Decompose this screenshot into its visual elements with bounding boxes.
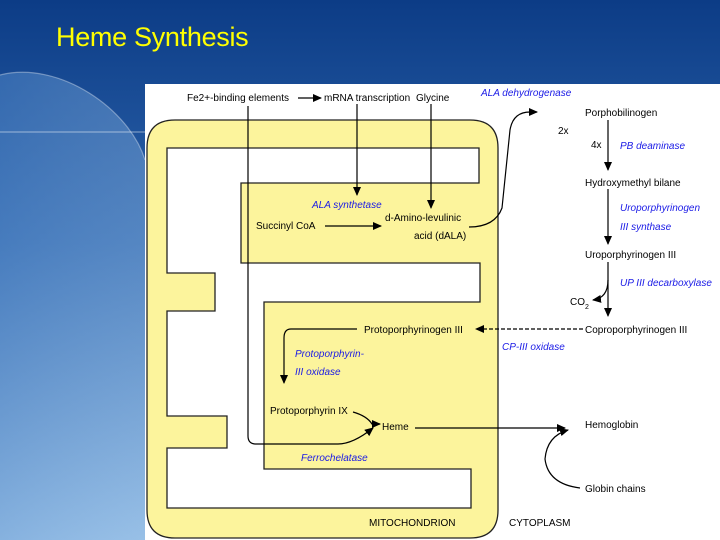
cp-oxidase-label: CP-III oxidase <box>502 342 565 353</box>
hemoglobin-label: Hemoglobin <box>585 420 638 431</box>
uroporphyrinogen-synthase-line2: III synthase <box>620 222 672 233</box>
fe-binding-elements-label: Fe2+-binding elements <box>187 93 289 104</box>
dala-label-line1: d-Amino-levulinic <box>385 213 461 224</box>
arrow-globin-to-hemoglobin <box>544 428 581 489</box>
coproporphyrinogen-label: Coproporphyrinogen III <box>585 325 687 336</box>
crista-upper <box>166 147 481 509</box>
cytoplasm-label: CYTOPLASM <box>509 518 571 529</box>
slide-title: Heme Synthesis <box>56 22 249 52</box>
succinyl-coa-label: Succinyl CoA <box>256 221 316 232</box>
heme-synthesis-diagram: Fe2+-binding elements mRNA transcription… <box>145 84 720 540</box>
arrow-co2-release <box>592 279 609 303</box>
two-x-label: 2x <box>558 126 569 137</box>
arrow-dala-to-porphobilinogen <box>468 108 538 228</box>
co2-label: CO2 <box>570 297 589 311</box>
ala-synthetase-label: ALA synthetase <box>311 200 382 211</box>
glycine-label: Glycine <box>416 93 450 104</box>
protoporphyrin-oxidase-line2: III oxidase <box>295 367 341 378</box>
hydroxymethyl-bilane-label: Hydroxymethyl bilane <box>585 178 681 189</box>
dala-label-line2: acid (dALA) <box>414 231 466 242</box>
pb-deaminase-label: PB deaminase <box>620 141 685 152</box>
mitochondrion-label: MITOCHONDRION <box>369 518 455 529</box>
porphobilinogen-label: Porphobilinogen <box>585 108 657 119</box>
arrow-fe-to-heme <box>247 106 374 445</box>
uroporphyrinogen-synthase-line1: Uroporphyrinogen <box>620 203 700 214</box>
ferrochelatase-label: Ferrochelatase <box>301 453 368 464</box>
protoporphyrinogen-label: Protoporphyrinogen III <box>364 325 463 336</box>
up-decarboxylase-label: UP III decarboxylase <box>620 278 712 289</box>
arrow-protoporphyrin-to-heme <box>352 411 381 428</box>
globin-chains-label: Globin chains <box>585 484 646 495</box>
heme-label: Heme <box>382 422 409 433</box>
ala-dehydrogenase-label: ALA dehydrogenase <box>480 88 572 99</box>
four-x-label: 4x <box>591 140 602 151</box>
arrow-to-protoporphyrin <box>280 328 357 384</box>
uroporphyrinogen-label: Uroporphyrinogen III <box>585 250 676 261</box>
protoporphyrin-oxidase-line1: Protoporphyrin- <box>295 349 365 360</box>
mrna-transcription-label: mRNA transcription <box>324 93 410 104</box>
protoporphyrin-ix-label: Protoporphyrin IX <box>270 406 348 417</box>
